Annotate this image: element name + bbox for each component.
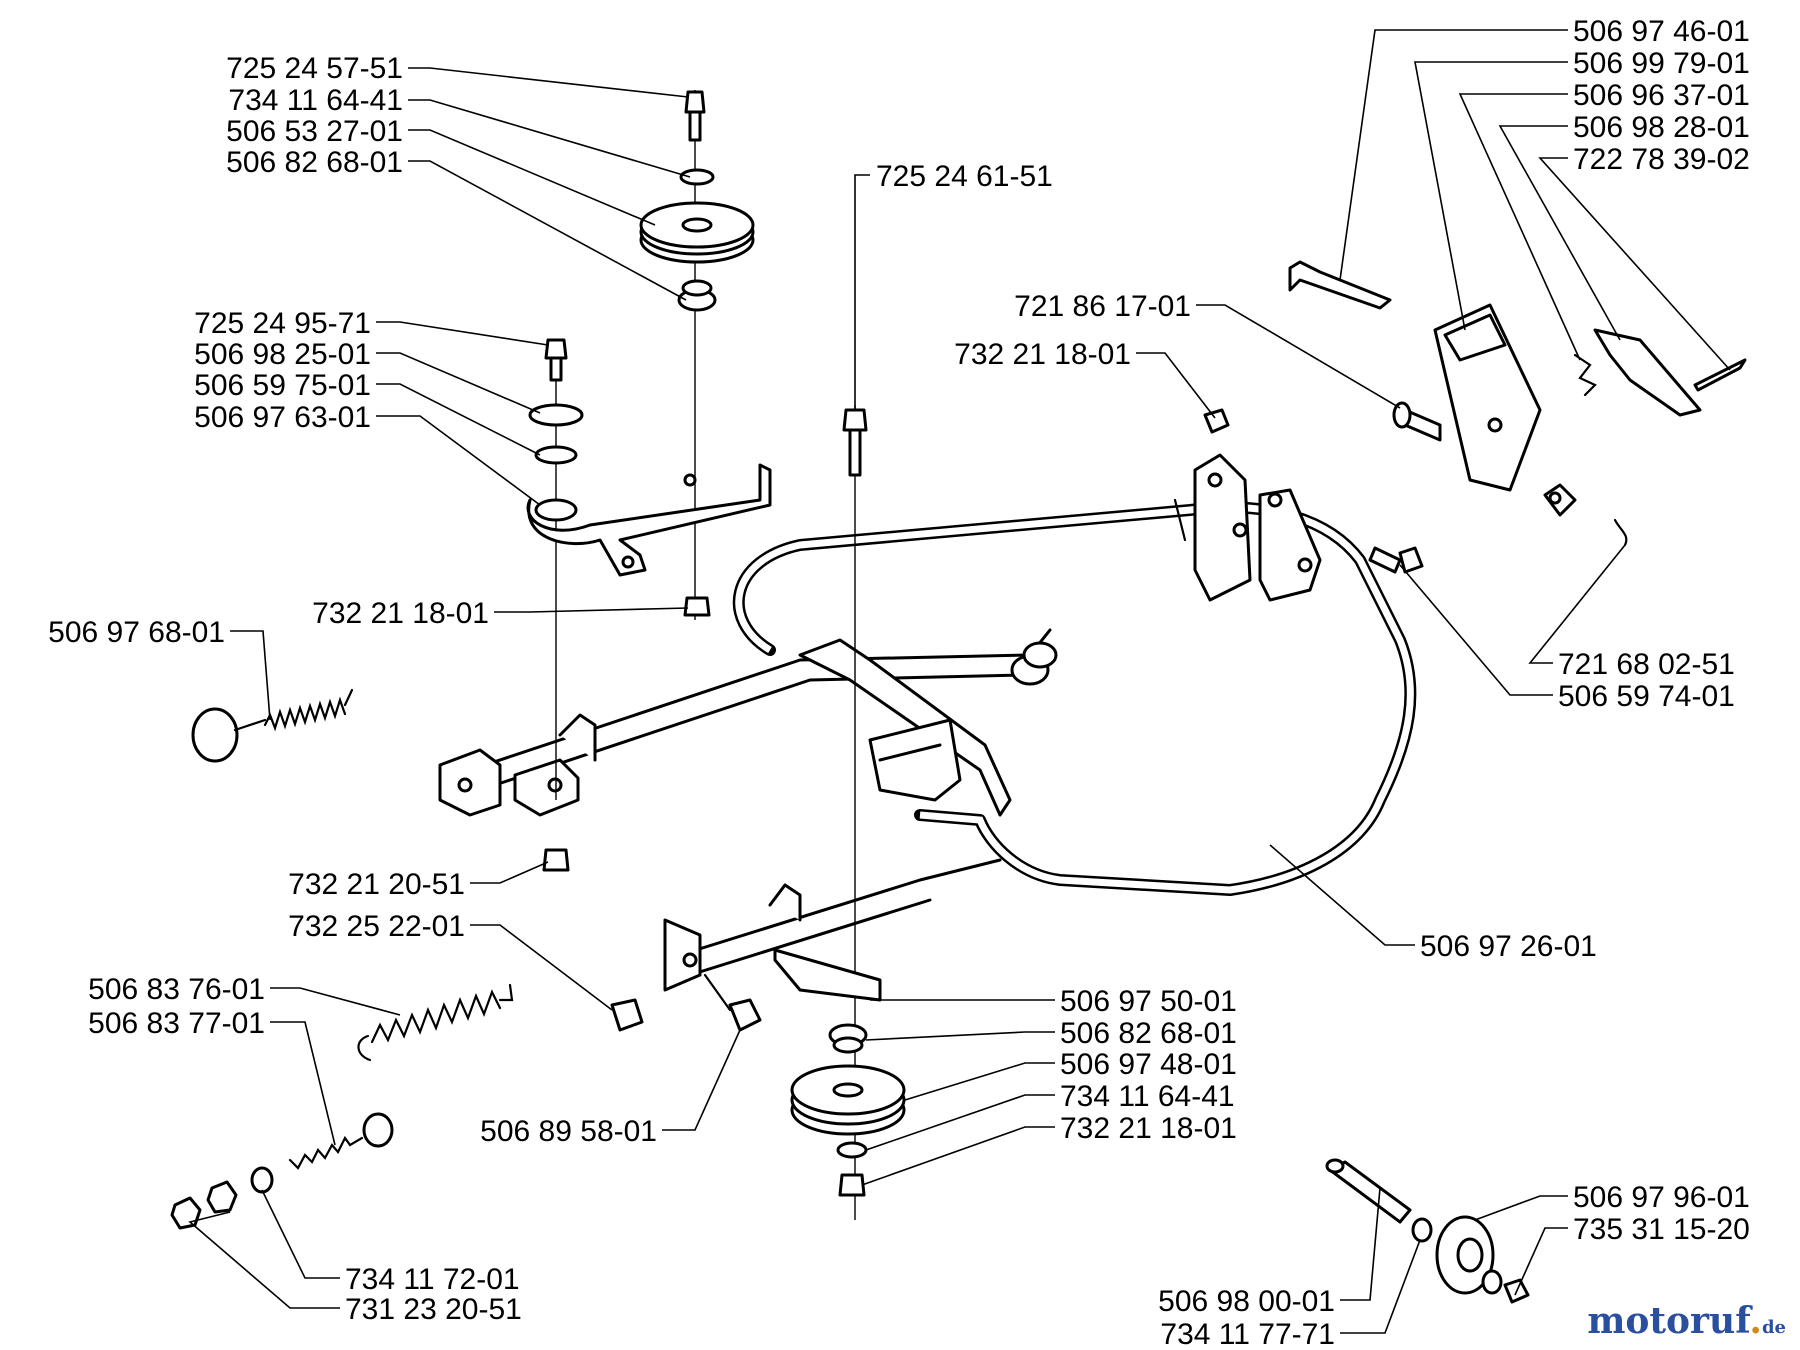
idler-arm-bracket bbox=[526, 338, 772, 800]
part-label: 506 98 00-01 bbox=[1158, 1285, 1335, 1318]
lower-pulley-assembly bbox=[773, 405, 906, 1220]
part-label: 734 11 64-41 bbox=[1060, 1080, 1235, 1113]
part-label: 506 97 48-01 bbox=[1060, 1048, 1237, 1081]
part-label: 506 53 27-01 bbox=[226, 115, 403, 148]
part-label: 506 82 68-01 bbox=[226, 146, 403, 179]
part-label: 506 97 26-01 bbox=[1420, 930, 1597, 963]
watermark-tld: de bbox=[1761, 1317, 1786, 1338]
spring-pin bbox=[191, 688, 354, 763]
part-label: 506 99 79-01 bbox=[1573, 47, 1750, 80]
part-drawings bbox=[170, 90, 1747, 1304]
part-label: 725 24 61-51 bbox=[876, 160, 1053, 193]
part-label: 506 59 75-01 bbox=[194, 369, 371, 402]
part-label: 732 21 20-51 bbox=[288, 868, 465, 901]
part-label: 732 21 18-01 bbox=[312, 597, 489, 630]
part-label: 721 68 02-51 bbox=[1558, 648, 1735, 681]
wheel-assembly bbox=[1325, 1158, 1530, 1304]
part-label: 722 78 39-02 bbox=[1573, 143, 1750, 176]
part-label: 506 89 58-01 bbox=[480, 1115, 657, 1148]
part-label: 721 86 17-01 bbox=[1014, 290, 1191, 323]
leader-lines bbox=[188, 29, 1731, 1334]
part-label: 734 11 64-41 bbox=[228, 84, 403, 117]
part-label: 732 25 22-01 bbox=[288, 910, 465, 943]
part-labels: 725 24 57-51 734 11 64-41 506 53 27-01 5… bbox=[48, 15, 1750, 1350]
part-label: 506 82 68-01 bbox=[1060, 1017, 1237, 1050]
part-label: 506 97 96-01 bbox=[1573, 1181, 1750, 1214]
part-label: 734 11 77-71 bbox=[1160, 1318, 1335, 1350]
upper-pulley-assembly bbox=[639, 90, 755, 620]
part-label: 506 96 37-01 bbox=[1573, 79, 1750, 112]
eye-bolt bbox=[288, 1112, 394, 1170]
nuts-and-washer bbox=[170, 1166, 274, 1230]
part-label: 506 83 77-01 bbox=[88, 1007, 265, 1040]
part-label: 734 11 72-01 bbox=[345, 1263, 520, 1296]
main-frame bbox=[438, 453, 1417, 992]
part-label: 506 97 46-01 bbox=[1573, 15, 1750, 48]
part-label: 732 21 18-01 bbox=[1060, 1112, 1237, 1145]
watermark-brand: motoruf bbox=[1587, 1300, 1750, 1342]
watermark-dot: . bbox=[1749, 1300, 1762, 1342]
part-label: 506 98 28-01 bbox=[1573, 111, 1750, 144]
part-label: 506 97 63-01 bbox=[194, 401, 371, 434]
part-label: 506 83 76-01 bbox=[88, 973, 265, 1006]
rear-fasteners bbox=[610, 973, 762, 1032]
lever-assembly bbox=[1203, 260, 1747, 574]
part-label: 506 59 74-01 bbox=[1558, 680, 1735, 713]
part-label: 732 21 18-01 bbox=[954, 338, 1131, 371]
part-label: 725 24 57-51 bbox=[226, 52, 403, 85]
part-label: 506 98 25-01 bbox=[194, 338, 371, 371]
nut-lower-left bbox=[542, 848, 570, 872]
part-label: 506 97 50-01 bbox=[1060, 985, 1237, 1018]
tension-spring bbox=[357, 983, 514, 1062]
part-label: 735 31 15-20 bbox=[1573, 1213, 1750, 1246]
part-label: 731 23 20-51 bbox=[345, 1293, 522, 1326]
watermark-logo: motoruf.de bbox=[1587, 1300, 1786, 1342]
part-label: 506 97 68-01 bbox=[48, 616, 225, 649]
part-label: 725 24 95-71 bbox=[194, 307, 371, 340]
